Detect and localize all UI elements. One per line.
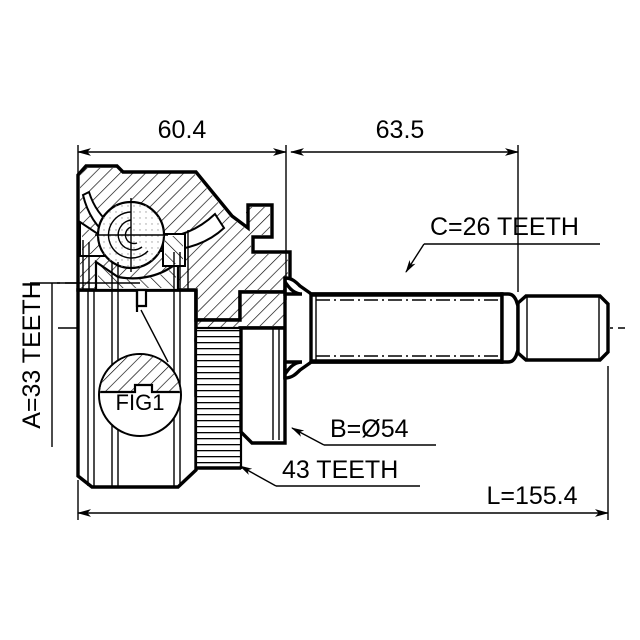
hatch-cage-left xyxy=(82,225,102,254)
hatch-cage-right xyxy=(165,236,183,264)
circlip-notch xyxy=(135,288,148,308)
dim-label-63-5: 63.5 xyxy=(376,116,425,144)
b-leader xyxy=(291,427,325,446)
fig1-label: FIG1 xyxy=(116,390,165,415)
dim-label-60-4: 60.4 xyxy=(158,116,207,144)
stub-outline xyxy=(516,294,610,362)
fig1-groove-profile xyxy=(100,383,180,394)
a-33-teeth-text: A=33 TEETH xyxy=(18,281,46,429)
abs-reluctor-ring xyxy=(194,326,243,470)
c-26-teeth-text: C=26 TEETH xyxy=(430,213,579,241)
fig1-detail-callout: FIG1 xyxy=(98,309,182,437)
shaft-main xyxy=(283,276,520,380)
label-c-26-teeth: C=26 TEETH xyxy=(405,213,600,273)
c-26-leader xyxy=(405,243,425,273)
shaft-barrel xyxy=(309,292,504,364)
fig1-leader-line xyxy=(140,309,169,363)
shaft-step-transition xyxy=(500,292,520,364)
ball-spiral-outer xyxy=(107,211,149,259)
b-diameter-text: B=Ø54 xyxy=(330,415,409,443)
dimension-63-5: 63.5 xyxy=(290,116,519,292)
label-b-diameter: B=Ø54 xyxy=(291,415,436,446)
circlip-groove-detail xyxy=(135,288,148,312)
boot-groove-body xyxy=(239,326,287,445)
teeth-43-leader xyxy=(239,465,277,487)
dimension-60-4: 60.4 xyxy=(77,116,287,300)
ball-spiral-mid xyxy=(117,219,143,251)
fig1-hatch xyxy=(100,355,180,392)
label-43-teeth: 43 TEETH xyxy=(239,456,420,487)
shaft-shoulder-top xyxy=(283,276,303,296)
abs-ring-teeth xyxy=(197,329,240,467)
ball-bearing xyxy=(95,198,168,272)
label-a-33-teeth: A=33 TEETH xyxy=(18,281,140,447)
teeth-43-text: 43 TEETH xyxy=(282,456,398,484)
ball-spiral-inner xyxy=(124,226,138,245)
boot-groove-neck xyxy=(239,326,287,445)
dimension-overall-length: L=155.4 xyxy=(77,366,609,520)
hatch-flange-step xyxy=(198,292,288,338)
shaft-end-stub xyxy=(516,294,610,362)
dim-label-overall: L=155.4 xyxy=(486,482,577,510)
shaft-shoulder-bottom xyxy=(283,360,303,380)
